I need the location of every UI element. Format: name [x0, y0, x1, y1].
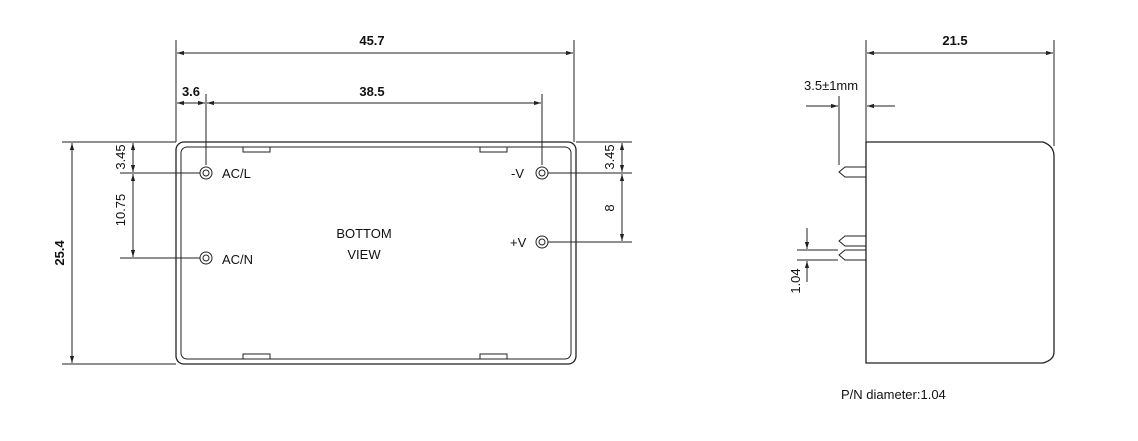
- dim-left-top: 3.45: [113, 144, 128, 169]
- pin-label-ac-n: AC/N: [222, 252, 253, 267]
- view-title-line1: BOTTOM: [336, 226, 391, 241]
- dim-pin-span: 38.5: [359, 84, 384, 99]
- module-outline-outer: [175, 141, 577, 365]
- notch-bottom-right: [479, 353, 508, 359]
- pin-label-pos-v: +V: [510, 235, 527, 250]
- pin-pos-v-symbol: [535, 235, 549, 249]
- notch-top-left: [242, 147, 271, 153]
- dim-edge-to-pin: 3.6: [182, 84, 200, 99]
- dim-right-pin-gap: 8: [602, 204, 617, 211]
- dim-left-pin-gap: 10.75: [113, 194, 128, 227]
- dim-pin-length: 3.5±1mm: [804, 78, 858, 93]
- notch-top-right: [479, 147, 508, 153]
- notch-bottom-left: [242, 353, 271, 359]
- side-view: 21.5 3.5±1mm 1.04 P/N diameter:1.04: [788, 33, 1055, 402]
- side-body-outline: [865, 141, 1055, 364]
- side-pin-top: [838, 166, 866, 178]
- bottom-view: AC/L AC/N -V +V BOTTOM VIEW 45.7 3.6 38.…: [52, 33, 632, 365]
- side-pin-middle: [838, 235, 866, 247]
- pin-ac-l-symbol: [199, 166, 213, 180]
- dim-total-height: 25.4: [52, 240, 67, 266]
- pin-label-neg-v: -V: [511, 166, 524, 181]
- dim-pin-diameter: 1.04: [788, 268, 803, 293]
- pin-diameter-note: P/N diameter:1.04: [841, 387, 946, 402]
- dim-total-width: 45.7: [359, 33, 384, 48]
- view-title-line2: VIEW: [347, 247, 381, 262]
- pin-ac-n-symbol: [199, 251, 213, 265]
- pin-neg-v-symbol: [535, 166, 549, 180]
- dim-right-top: 3.45: [602, 144, 617, 169]
- side-pin-bottom: [838, 249, 866, 261]
- dim-depth: 21.5: [942, 33, 967, 48]
- module-outline-inner: [180, 146, 572, 360]
- pin-label-ac-l: AC/L: [222, 166, 251, 181]
